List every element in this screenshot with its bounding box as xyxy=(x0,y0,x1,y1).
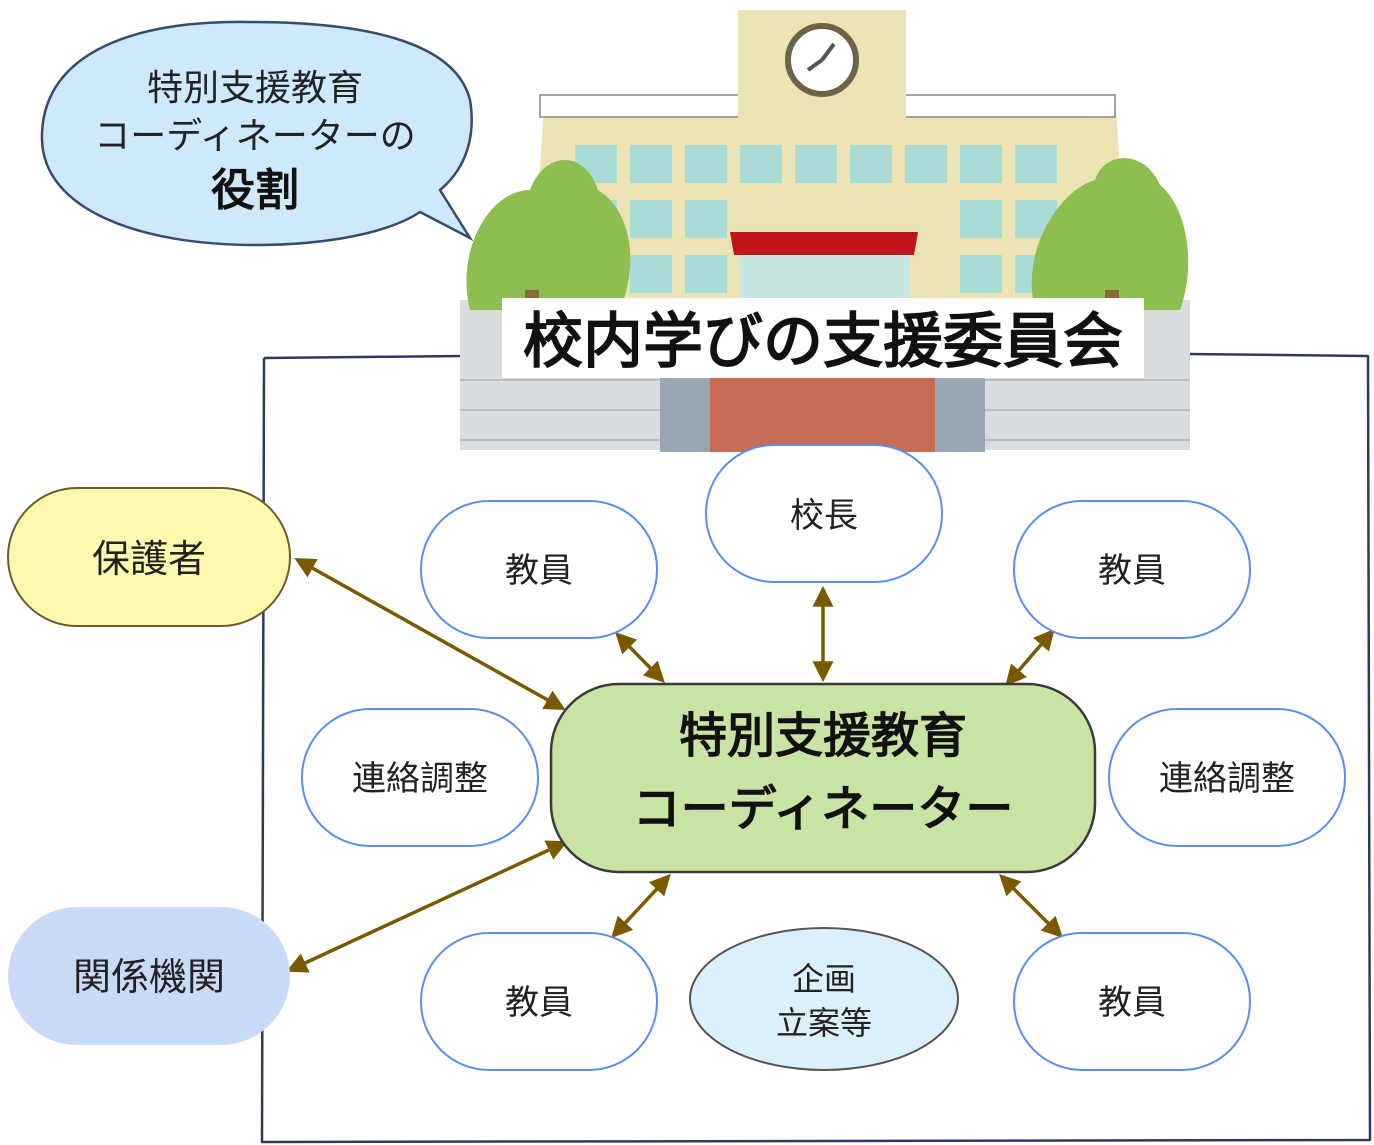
teacher-lower-right-label: 教員 xyxy=(1098,983,1166,1023)
teacher-upper-left-label: 教員 xyxy=(505,551,573,591)
coordinator-line-1: 特別支援教育 xyxy=(679,708,967,764)
liaison-left-node xyxy=(301,708,539,847)
arrow-guardians xyxy=(294,557,566,711)
planning-line-2: 立案等 xyxy=(776,1004,872,1042)
coordinator-line-2: コーディネーター xyxy=(633,781,1014,837)
principal-label: 校長 xyxy=(790,496,858,536)
arrow-teacher-upper-left xyxy=(615,631,665,684)
liaison-right-label: 連絡調整 xyxy=(1159,759,1295,799)
teacher-upper-left-node xyxy=(420,500,658,639)
agencies-node xyxy=(8,907,290,1045)
connection-arrows xyxy=(286,557,1063,973)
agencies-label: 関係機関 xyxy=(73,955,225,999)
bubble-line-3: 役割 xyxy=(211,165,299,216)
liaison-right-node xyxy=(1108,708,1346,847)
teacher-lower-right-node xyxy=(1013,932,1251,1071)
committee-title: 校内学びの支援委員会 xyxy=(523,307,1123,377)
arrow-teacher-lower-right xyxy=(999,874,1063,938)
arrow-teacher-lower-left xyxy=(611,873,671,939)
bubble-line-1: 特別支援教育 xyxy=(147,68,363,109)
guardians-node xyxy=(7,487,291,627)
planning-node xyxy=(689,927,959,1071)
teacher-upper-right-node xyxy=(1013,500,1251,639)
planning-line-1: 企画 xyxy=(792,960,856,998)
committee-frame xyxy=(260,352,1372,1144)
arrow-agencies xyxy=(286,840,568,973)
arrow-teacher-upper-right xyxy=(1005,628,1055,687)
banner-background xyxy=(502,298,1144,378)
bubble-line-2: コーディネーターの xyxy=(94,116,415,157)
speech-bubble: 特別支援教育 コーディネーターの 役割 xyxy=(40,20,474,247)
liaison-left-label: 連絡調整 xyxy=(352,759,488,799)
school-building-illustration xyxy=(460,10,1190,452)
teacher-upper-right-label: 教員 xyxy=(1098,551,1166,591)
teacher-lower-left-node xyxy=(420,932,658,1071)
guardians-label: 保護者 xyxy=(92,537,206,581)
coordinator-node xyxy=(549,682,1097,874)
teacher-lower-left-label: 教員 xyxy=(505,983,573,1023)
principal-node xyxy=(705,444,943,583)
